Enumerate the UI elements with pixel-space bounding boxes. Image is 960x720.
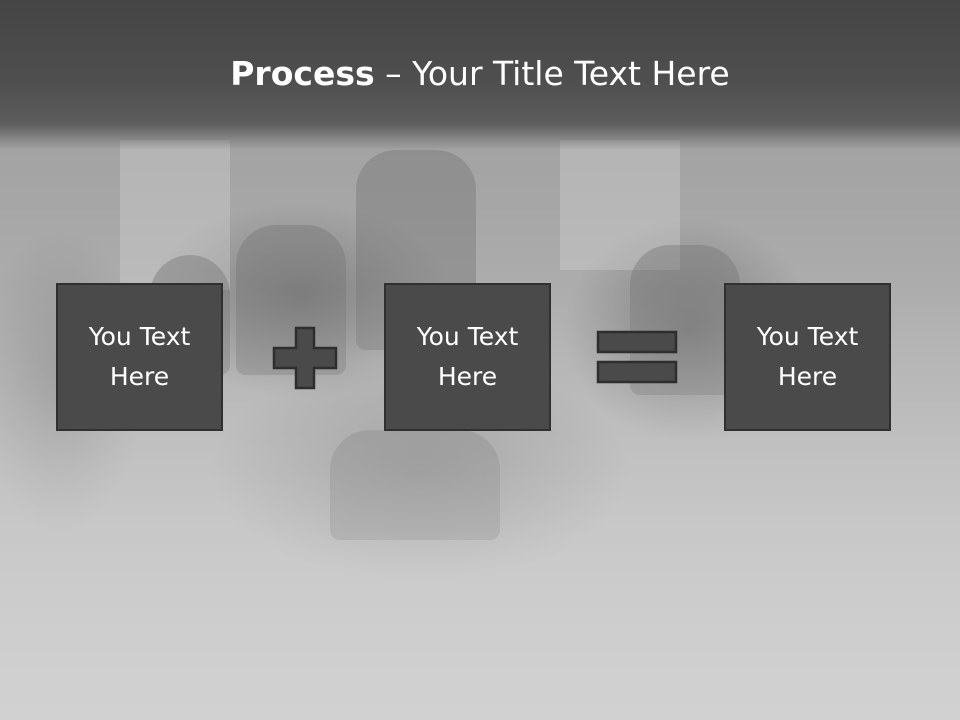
title-strong: Process (230, 54, 375, 93)
title-bar (0, 0, 960, 150)
equals-icon (596, 330, 678, 384)
process-box-1-label: You Text Here (88, 322, 191, 391)
plus-icon (272, 326, 338, 390)
process-box-3-label: You Text Here (756, 322, 859, 391)
title-rest: – Your Title Text Here (374, 54, 730, 93)
process-box-2[interactable]: You Text Here (384, 283, 551, 431)
process-box-2-label: You Text Here (416, 322, 519, 391)
process-box-1[interactable]: You Text Here (56, 283, 223, 431)
slide-title: Process – Your Title Text Here (0, 52, 960, 96)
process-box-3[interactable]: You Text Here (724, 283, 891, 431)
